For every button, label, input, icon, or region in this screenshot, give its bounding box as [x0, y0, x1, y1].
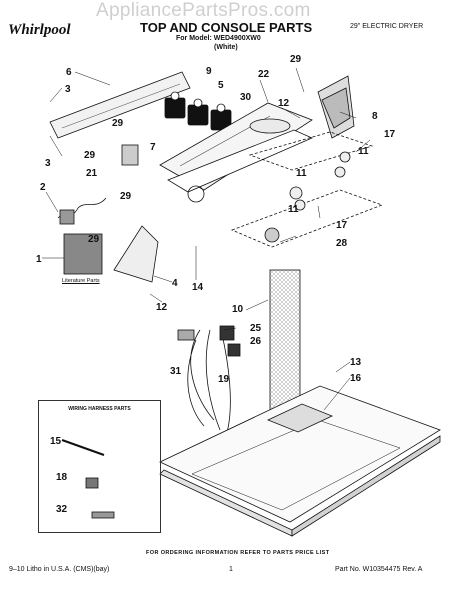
callout-4: 4 [172, 278, 178, 289]
callout-17b: 17 [336, 220, 348, 231]
callout-29e: 29 [88, 234, 100, 245]
legend-title: WIRING HARNESS PARTS [68, 406, 131, 412]
callout-10: 10 [232, 304, 244, 315]
callout-6: 6 [66, 67, 72, 78]
callout-30: 30 [240, 92, 252, 103]
product-type: 29" ELECTRIC DRYER [350, 23, 424, 30]
ordering-note: FOR ORDERING INFORMATION REFER TO PARTS … [146, 550, 330, 556]
wiring-harness-legend: WIRING HARNESS PARTS [38, 400, 161, 533]
callout-31: 31 [170, 366, 182, 377]
callout-22: 22 [258, 69, 270, 80]
callout-5: 5 [218, 80, 224, 91]
callout-12a: 12 [278, 98, 290, 109]
callout-16: 16 [350, 373, 362, 384]
callout-11b: 11 [296, 168, 307, 179]
end-cap [113, 225, 159, 283]
literature-parts-label: Literature Parts [62, 278, 100, 284]
console-front [167, 129, 313, 193]
callout-9: 9 [206, 66, 212, 77]
callout-18: 18 [56, 472, 68, 483]
color-line: (White) [214, 44, 238, 51]
callout-29b: 29 [112, 118, 124, 129]
callout-1: 1 [36, 254, 42, 265]
callout-15: 15 [50, 436, 62, 447]
callout-13: 13 [350, 357, 362, 368]
callout-32: 32 [56, 504, 68, 515]
page-title: TOP AND CONSOLE PARTS [140, 20, 313, 35]
callout-7: 7 [150, 142, 156, 153]
callout-8: 8 [372, 111, 378, 122]
callout-11a: 11 [358, 146, 369, 157]
callout-25: 25 [250, 323, 262, 334]
dryer-top [159, 385, 441, 523]
callout-29d: 29 [120, 191, 132, 202]
lint-screen [269, 269, 301, 411]
callout-2: 2 [40, 182, 46, 193]
callout-11c: 11 [288, 204, 299, 215]
literature [63, 233, 103, 275]
callout-28: 28 [336, 238, 348, 249]
rear-panel [49, 71, 191, 139]
footer-page-number: 1 [229, 566, 233, 573]
callout-14: 14 [192, 282, 204, 293]
footer-part-number: Part No. W10354475 Rev. A [335, 566, 423, 573]
callout-29a: 29 [290, 54, 302, 65]
callout-29c: 29 [84, 150, 96, 161]
model-line: For Model: WED4900XW0 [176, 35, 261, 42]
footer-litho: 9–10 Litho in U.S.A. (CMS)(bay) [9, 566, 110, 573]
callout-19: 19 [218, 374, 230, 385]
callout-12b: 12 [156, 302, 168, 313]
watermark: AppliancePartsPros.com [96, 0, 311, 21]
callout-21: 21 [86, 168, 98, 179]
callout-3a: 3 [65, 84, 71, 95]
control-knobs [164, 91, 232, 131]
brand-logo: Whirlpool [8, 22, 71, 38]
callout-26: 26 [250, 336, 262, 347]
callout-17a: 17 [384, 129, 396, 140]
main-harness [187, 329, 231, 437]
callout-3b: 3 [45, 158, 51, 169]
timer [121, 144, 139, 166]
